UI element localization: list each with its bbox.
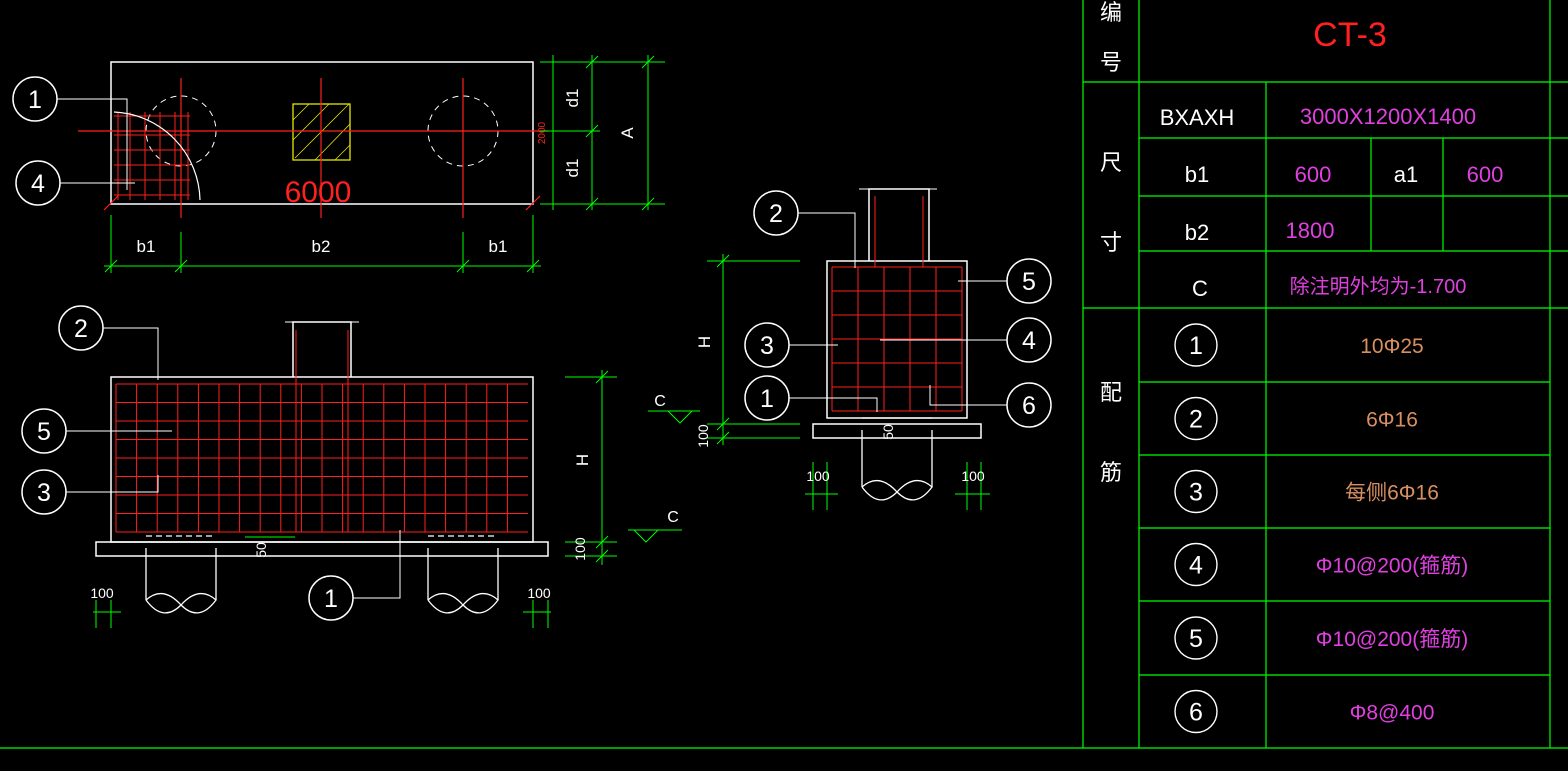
svg-text:C: C bbox=[667, 509, 679, 526]
rebar-number: 1 bbox=[1189, 332, 1203, 360]
section-callout-6: 6 bbox=[929, 382, 1052, 428]
svg-text:1: 1 bbox=[28, 86, 42, 114]
a1-label: a1 bbox=[1394, 162, 1418, 187]
section-callout-1: 1 bbox=[744, 375, 878, 421]
rebar-number-circle bbox=[1174, 616, 1218, 660]
b1-value: 600 bbox=[1295, 162, 1332, 187]
svg-text:6: 6 bbox=[1022, 392, 1036, 420]
plan-dim-b2: b2 bbox=[312, 237, 331, 256]
rebar-number: 4 bbox=[1189, 552, 1203, 580]
elev-callout-1: 1 bbox=[308, 530, 401, 621]
size-group-char-1: 尺 bbox=[1100, 150, 1122, 175]
plan-length-label: 6000 bbox=[285, 176, 352, 209]
rebar-schedule-table: 编 号 CT-3 尺 寸 配 筋 BXAXH 3000X1200X1400 b1… bbox=[0, 0, 1568, 749]
section-dim-100-right: 100 bbox=[961, 468, 985, 484]
plan-dim-b1-right: b1 bbox=[489, 237, 508, 256]
section-callout-4: 4 bbox=[880, 317, 1052, 363]
svg-text:2: 2 bbox=[74, 315, 88, 343]
plan-callout-1: 1 bbox=[12, 76, 128, 190]
section-level-marker: C bbox=[648, 393, 700, 424]
section-callout-2: 2 bbox=[753, 190, 856, 268]
c-label: C bbox=[1192, 276, 1208, 301]
rebar-spec: 每侧6Φ16 bbox=[1345, 482, 1439, 505]
a1-value: 600 bbox=[1467, 162, 1504, 187]
bxaxh-label: BXAXH bbox=[1160, 105, 1235, 130]
svg-text:4: 4 bbox=[1022, 327, 1036, 355]
elev-level-marker: C bbox=[628, 509, 682, 543]
rebar-number: 6 bbox=[1189, 699, 1203, 727]
rebar-number-circle bbox=[1174, 469, 1218, 514]
elev-height-label: H bbox=[573, 454, 592, 466]
rebar-number: 2 bbox=[1189, 406, 1203, 434]
section-view: H 100 100 100 50 C 2 3 1 5 bbox=[648, 188, 1052, 510]
rebar-group-char-2: 筋 bbox=[1100, 460, 1122, 485]
b2-label: b2 bbox=[1185, 220, 1209, 245]
size-group-char-2: 寸 bbox=[1100, 230, 1122, 255]
rebar-spec: 6Φ16 bbox=[1366, 409, 1418, 432]
section-callout-5: 5 bbox=[958, 258, 1052, 304]
plan-dim-d1-top: d1 bbox=[563, 89, 582, 108]
plan-callout-4: 4 bbox=[15, 160, 135, 206]
rebar-spec: Φ8@400 bbox=[1350, 702, 1435, 725]
elev-callout-3: 3 bbox=[21, 469, 159, 515]
rebar-number-circle bbox=[1174, 323, 1218, 367]
elev-dim-100-left: 100 bbox=[90, 585, 114, 601]
elev-cover-label: 50 bbox=[253, 542, 269, 558]
svg-text:5: 5 bbox=[37, 418, 51, 446]
rebar-spec: Φ10@200(箍筋) bbox=[1316, 628, 1468, 651]
plan-dim-d1-bottom: d1 bbox=[563, 159, 582, 178]
svg-text:2: 2 bbox=[769, 200, 783, 228]
rebar-number-circle bbox=[1174, 396, 1218, 441]
section-height-label: H bbox=[695, 336, 714, 348]
elev-callout-5: 5 bbox=[21, 408, 172, 454]
svg-text:3: 3 bbox=[37, 479, 51, 507]
table-header-char-2: 号 bbox=[1100, 50, 1122, 75]
c-value: 除注明外均为-1.700 bbox=[1290, 275, 1467, 298]
plan-dim-a: A bbox=[618, 127, 637, 139]
rebar-number-circle bbox=[1174, 689, 1218, 734]
section-dim-100-left: 100 bbox=[806, 468, 830, 484]
elevation-view: H 100 100 100 50 C 2 5 3 1 bbox=[21, 305, 682, 628]
rebar-number: 5 bbox=[1189, 625, 1203, 653]
b1-label: b1 bbox=[1185, 162, 1209, 187]
svg-text:4: 4 bbox=[31, 170, 45, 198]
table-header-char-1: 编 bbox=[1100, 0, 1122, 25]
rebar-group-char-1: 配 bbox=[1100, 380, 1122, 405]
svg-text:3: 3 bbox=[760, 332, 774, 360]
elev-dim-100-right: 100 bbox=[572, 537, 588, 561]
svg-text:1: 1 bbox=[760, 385, 774, 413]
plan-width-label: 2000 bbox=[537, 121, 548, 144]
b2-value: 1800 bbox=[1286, 218, 1335, 243]
svg-text:5: 5 bbox=[1022, 268, 1036, 296]
rebar-spec: 10Φ25 bbox=[1360, 335, 1423, 358]
section-callout-3: 3 bbox=[744, 322, 838, 368]
plan-dim-b1-left: b1 bbox=[137, 237, 156, 256]
elev-dim-100-pile: 100 bbox=[527, 585, 551, 601]
svg-text:1: 1 bbox=[324, 585, 338, 613]
plan-view: 6000 2000 b1 b2 b1 bbox=[12, 55, 665, 273]
rebar-spec: Φ10@200(箍筋) bbox=[1316, 555, 1468, 578]
svg-text:C: C bbox=[654, 393, 666, 410]
bxaxh-value: 3000X1200X1400 bbox=[1300, 104, 1476, 129]
rebar-number-circle bbox=[1174, 542, 1218, 587]
section-cover-label: 50 bbox=[880, 424, 896, 440]
elev-callout-2: 2 bbox=[58, 305, 159, 380]
rebar-number: 3 bbox=[1189, 479, 1203, 507]
table-id-title: CT-3 bbox=[1313, 16, 1387, 54]
section-dim-100-vertical: 100 bbox=[695, 424, 711, 448]
